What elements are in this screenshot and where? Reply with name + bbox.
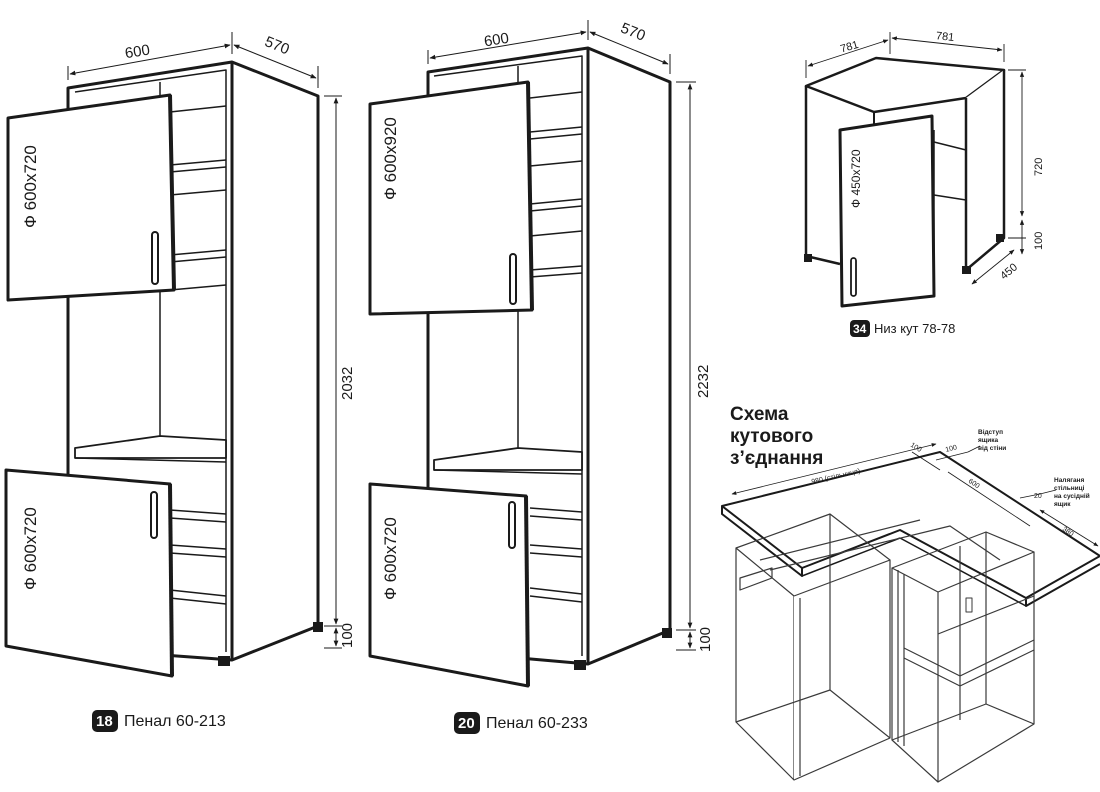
- cabinet-18-top-door-label: Ф 600x720: [21, 145, 40, 228]
- scheme-overlap-label: 20: [1034, 493, 1042, 500]
- cabinet-20-caption: 20 Пенал 60-233: [454, 712, 588, 734]
- corner-cabinet-door: [838, 114, 936, 308]
- cabinet-20-caption-text: Пенал 60-233: [486, 715, 588, 732]
- scheme-note-overlap: Наляганя стільниці на сусідній ящик: [1054, 477, 1090, 508]
- cabinet-20-top-door-label: Ф 600x920: [381, 117, 400, 200]
- cabinet-18-dimensions: [67, 32, 342, 649]
- scheme-title-line-1: Схема: [730, 404, 789, 425]
- cabinet-18: [4, 32, 342, 678]
- corner-badge-number: 34: [853, 322, 867, 336]
- cabinet-18-depth-label: 570: [262, 33, 292, 58]
- cabinet-18-width-label: 600: [124, 42, 151, 63]
- scheme-drawing: [721, 443, 1100, 783]
- corner-left-side-label: 781: [839, 39, 860, 56]
- scheme-note-offset-line-1: Відступ: [978, 428, 1003, 436]
- cabinet-20-depth-label: 570: [618, 20, 648, 45]
- cabinet-18-badge-number: 18: [96, 713, 113, 730]
- corner-depth-label: 450: [998, 261, 1020, 282]
- scheme-title-line-2: кутового: [730, 426, 813, 447]
- cabinet-18-top-door: [6, 93, 176, 302]
- corner-cabinet-34: [804, 32, 1026, 308]
- cabinet-20-top-door: [368, 80, 534, 316]
- cabinet-18-caption: 18 Пенал 60-213: [92, 710, 226, 732]
- corner-plinth-label: 100: [1033, 232, 1045, 250]
- corner-height-label: 720: [1033, 158, 1045, 176]
- cabinet-20-bottom-door: [368, 482, 530, 688]
- cabinet-20: [368, 20, 696, 688]
- corner-cabinet-dimensions: [805, 32, 1026, 285]
- scheme-dimensions: [731, 443, 1099, 547]
- corner-badge: [850, 320, 870, 337]
- corner-door-label: Ф 450x720: [849, 149, 863, 208]
- scheme-title: Схема кутового з’єднання: [730, 404, 823, 469]
- scheme-offset-a-label: 100: [909, 442, 923, 454]
- cabinet-18-bottom-door: [4, 468, 174, 678]
- scheme-note-overlap-line-1: Наляганя: [1054, 477, 1084, 484]
- cabinet-18-badge: [92, 710, 118, 732]
- scheme-note-offset: Відступ ящика від стіни: [978, 428, 1006, 452]
- cabinet-20-bottom-door-label: Ф 600x720: [381, 517, 400, 600]
- cabinet-18-caption-text: Пенал 60-213: [124, 713, 226, 730]
- cabinet-20-height-label: 2232: [695, 365, 712, 398]
- corner-right-side-label: 781: [935, 30, 955, 44]
- cabinet-20-dimensions: [427, 20, 696, 651]
- cabinet-20-badge: [454, 712, 480, 734]
- corner-caption: 34 Низ кут 78-78: [850, 320, 955, 337]
- scheme-left-cabinet: [735, 513, 1001, 781]
- scheme-note-overlap-line-3: на сусідній: [1054, 492, 1090, 500]
- scheme-title-line-3: з’єднання: [730, 448, 823, 469]
- cabinet-20-plinth-label: 100: [697, 627, 714, 652]
- cabinet-20-badge-number: 20: [458, 715, 475, 732]
- cabinet-18-plinth-label: 100: [339, 623, 356, 648]
- scheme-offset-b-label: 100: [945, 444, 958, 454]
- cabinet-18-bottom-door-label: Ф 600x720: [21, 507, 40, 590]
- scheme-right-cabinet: [891, 531, 1035, 783]
- cabinet-18-height-label: 2032: [339, 367, 356, 400]
- corner-cabinet-body: [804, 56, 1006, 274]
- scheme-note-overlap-line-4: ящик: [1054, 501, 1071, 508]
- scheme-note-offset-line-3: від стіни: [978, 444, 1006, 452]
- scheme-note-overlap-line-2: стільниці: [1054, 484, 1085, 492]
- scheme-note-offset-line-2: ящика: [978, 437, 999, 444]
- corner-caption-text: Низ кут 78-78: [874, 321, 955, 336]
- cabinet-20-width-label: 600: [483, 30, 510, 51]
